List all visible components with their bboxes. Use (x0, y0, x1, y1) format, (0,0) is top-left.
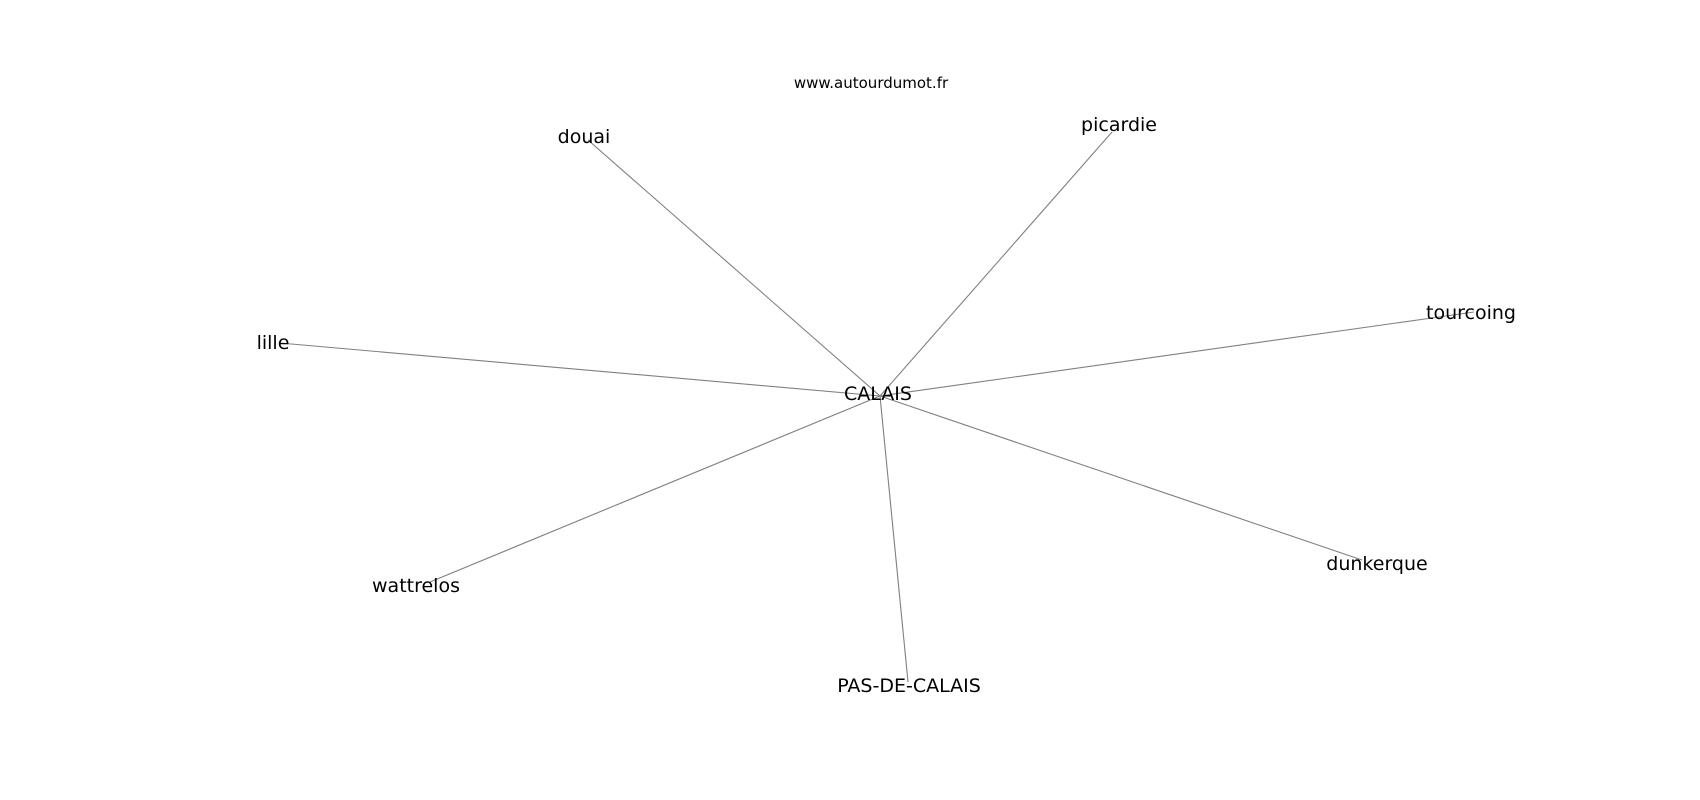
edge-calais-pas-de-calais (879, 395, 909, 683)
node-label-pas-de-calais[interactable]: PAS-DE-CALAIS (837, 675, 981, 697)
node-label-picardie[interactable]: picardie (1081, 114, 1157, 136)
edge-calais-douai (587, 139, 881, 397)
graph-labels: www.autourdumot.fr CALAIS douai picardie… (257, 74, 1516, 697)
graph-edges (279, 131, 1475, 683)
node-label-wattrelos[interactable]: wattrelos (372, 575, 460, 597)
node-label-tourcoing[interactable]: tourcoing (1426, 302, 1516, 324)
edge-calais-lille (279, 342, 881, 397)
edge-calais-picardie (879, 131, 1113, 397)
watermark-text: www.autourdumot.fr (794, 74, 949, 92)
node-label-douai[interactable]: douai (558, 126, 611, 148)
edge-calais-wattrelos (429, 395, 881, 583)
node-label-lille[interactable]: lille (257, 332, 290, 354)
edge-calais-tourcoing (879, 311, 1475, 397)
node-label-dunkerque[interactable]: dunkerque (1326, 553, 1427, 575)
node-label-center[interactable]: CALAIS (844, 383, 912, 405)
edge-calais-dunkerque (879, 395, 1363, 561)
